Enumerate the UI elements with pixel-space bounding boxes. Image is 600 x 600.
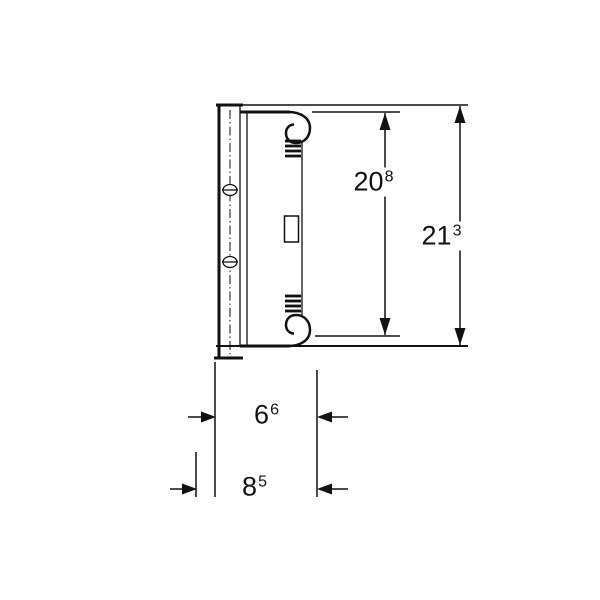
dimension-label-depth-inner: 66 <box>250 399 282 430</box>
arrow-up-icon <box>379 113 391 130</box>
dimension-value: 21 <box>421 220 452 251</box>
dimension-value: 20 <box>353 166 384 197</box>
dimension-superscript: 5 <box>258 473 267 491</box>
screw-symbol-bottom <box>222 255 238 269</box>
middle-slot <box>283 215 300 243</box>
arrow-down-icon <box>454 328 466 345</box>
screw-symbol-top <box>222 183 238 197</box>
dimension-line-depth-inner <box>188 411 348 423</box>
dimension-superscript: 6 <box>270 401 279 419</box>
dimension-label-height-inner: 208 <box>349 166 397 197</box>
arrow-up-icon <box>454 106 466 123</box>
arrow-right-icon <box>201 411 216 423</box>
threaded-insert-bottom <box>285 294 301 313</box>
arrow-left-icon <box>317 483 332 495</box>
profile-rail <box>240 110 312 348</box>
dimension-superscript: 3 <box>452 222 462 240</box>
dimension-value: 6 <box>254 399 270 430</box>
dimension-line-depth-outer <box>170 483 348 495</box>
dimension-superscript: 8 <box>384 168 394 186</box>
dimension-label-height-outer: 213 <box>417 220 465 251</box>
bottom-hook <box>284 313 312 348</box>
extension-lines <box>195 104 468 497</box>
arrow-down-icon <box>379 318 391 335</box>
arrow-left-icon <box>317 411 332 423</box>
threaded-insert-top <box>285 139 301 158</box>
dimension-line-height-inner <box>379 113 391 335</box>
mounting-plate <box>214 103 248 360</box>
top-hook <box>284 110 312 145</box>
dimension-value: 8 <box>242 471 258 502</box>
arrow-right-icon <box>182 483 197 495</box>
dimension-label-depth-outer: 85 <box>238 471 270 502</box>
